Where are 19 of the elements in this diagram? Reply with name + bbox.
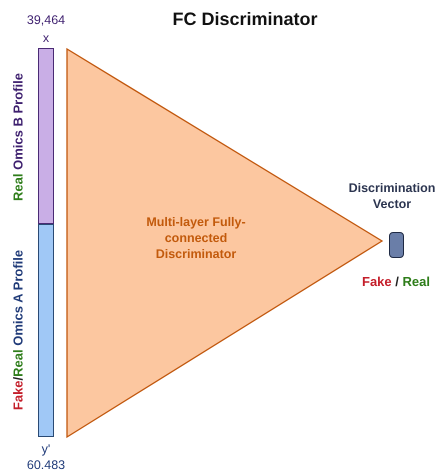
dimension-value: 39,464 (26, 13, 66, 27)
status-word: Fake (10, 380, 26, 410)
separator-slash: / (10, 376, 26, 380)
separator-slash: / (395, 274, 399, 289)
profile-label: Omics A Profile (10, 250, 26, 346)
node-label: Multi-layer Fully-connected Discriminator (145, 214, 247, 262)
dimension-value: 60.483 (26, 458, 66, 472)
status-word: Fake (362, 274, 392, 289)
vector-heading: Discrimination Vector (348, 180, 436, 212)
omics-b-bar (38, 48, 54, 224)
status-word: Real (402, 274, 430, 289)
vector-rect (389, 232, 404, 258)
profile-label: Omics B Profile (10, 73, 26, 170)
diagram-title: FC Discriminator (171, 9, 319, 30)
axis-symbol: y' (40, 442, 52, 456)
status-word: Real (10, 173, 26, 201)
status-word: Real (10, 349, 26, 377)
omics-a-bar (38, 224, 54, 437)
axis-symbol: x (42, 31, 50, 45)
